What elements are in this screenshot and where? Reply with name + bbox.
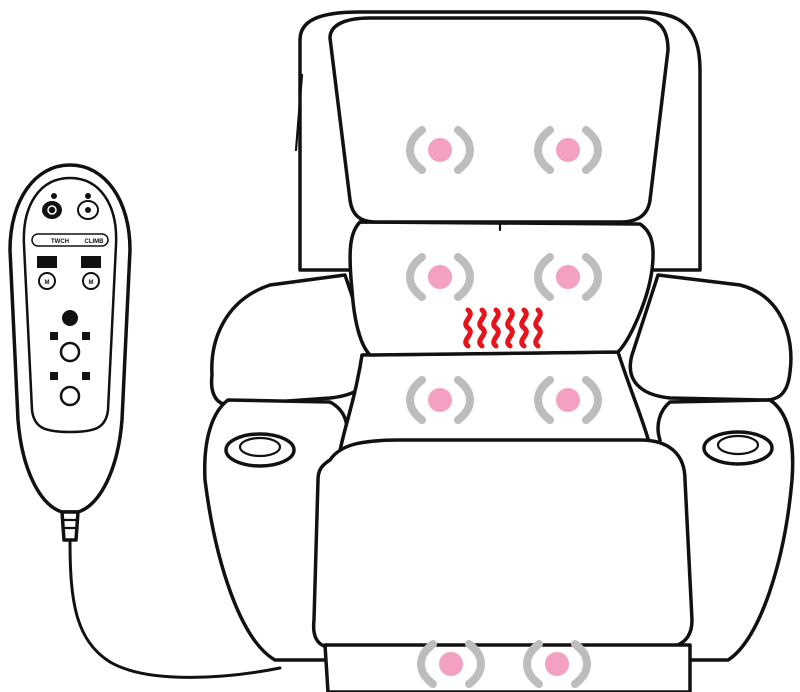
mid-back-cushion (348, 220, 655, 357)
vibration-arc-left (406, 376, 426, 424)
remote-led (85, 193, 91, 199)
vibration-arc-right (454, 126, 474, 174)
remote-label-climb: CLIMB (85, 239, 105, 245)
massage-node (406, 126, 474, 174)
massage-node (406, 376, 474, 424)
massage-node (534, 126, 602, 174)
massage-mode-button[interactable] (62, 310, 78, 326)
massage-core (428, 265, 452, 289)
massage-core (545, 652, 569, 676)
seat-cushion (311, 438, 694, 650)
lift-button[interactable] (59, 385, 81, 407)
vibration-arc-left (417, 640, 437, 688)
massage-core (556, 265, 580, 289)
massage-core (428, 388, 452, 412)
heat-wave-icon (505, 307, 515, 349)
left-armrest (209, 273, 376, 407)
vibration-arc-left (534, 253, 554, 301)
right-armrest (628, 273, 793, 402)
remote-strain-relief (60, 510, 80, 542)
vibration-arc-right (582, 376, 602, 424)
remote-control: TWCH CLIMB M M (8, 163, 132, 542)
motor-button-right-label: M (89, 280, 94, 286)
memory-button-left[interactable] (37, 256, 57, 268)
motor-button-left[interactable] (38, 272, 56, 290)
small-key-left[interactable] (50, 332, 58, 340)
heat-wave-icon (533, 307, 543, 349)
memory-button-right[interactable] (81, 256, 101, 268)
vibration-arc-right (454, 376, 474, 424)
vibration-arc-right (582, 253, 602, 301)
right-cup-holder (702, 430, 774, 466)
vibration-arc-right (465, 640, 485, 688)
chair (202, 10, 795, 692)
remote-label-bar (31, 233, 109, 247)
vibration-arc-right (582, 126, 602, 174)
vibration-arc-left (406, 126, 426, 174)
remote-label-twch: TWCH (51, 239, 69, 245)
massage-node (406, 253, 474, 301)
heat-wave-icon (519, 307, 529, 349)
massage-core (556, 388, 580, 412)
vibration-arc-right (571, 640, 591, 688)
massage-node (523, 640, 591, 688)
massage-core (556, 138, 580, 162)
heat-wave-icon (463, 307, 473, 349)
massage-core (428, 138, 452, 162)
heat-wave-icon (477, 307, 487, 349)
power-icon (47, 205, 57, 215)
small-key-right[interactable] (82, 332, 90, 340)
headrest-cushion (328, 16, 670, 224)
massage-node (417, 640, 485, 688)
left-cup-holder (224, 432, 296, 468)
power-button[interactable] (42, 201, 62, 219)
massage-nodes (406, 126, 602, 688)
footrest (323, 643, 692, 692)
recline-button[interactable] (59, 341, 81, 363)
remote-led (51, 193, 57, 199)
vibration-arc-left (406, 253, 426, 301)
massage-core (439, 652, 463, 676)
vibration-arc-left (523, 640, 543, 688)
small-key-right-2[interactable] (82, 372, 90, 380)
massage-node (534, 376, 602, 424)
massage-node (534, 253, 602, 301)
gear-icon (85, 207, 91, 213)
vibration-arc-left (534, 376, 554, 424)
heat-wave-icon (491, 307, 501, 349)
vibration-arc-right (454, 253, 474, 301)
heat-zone (463, 307, 543, 349)
remote-cable (68, 538, 282, 679)
vibration-arc-left (534, 126, 554, 174)
motor-button-right[interactable] (82, 272, 100, 290)
motor-button-left-label: M (45, 280, 50, 286)
small-key-left-2[interactable] (50, 372, 58, 380)
